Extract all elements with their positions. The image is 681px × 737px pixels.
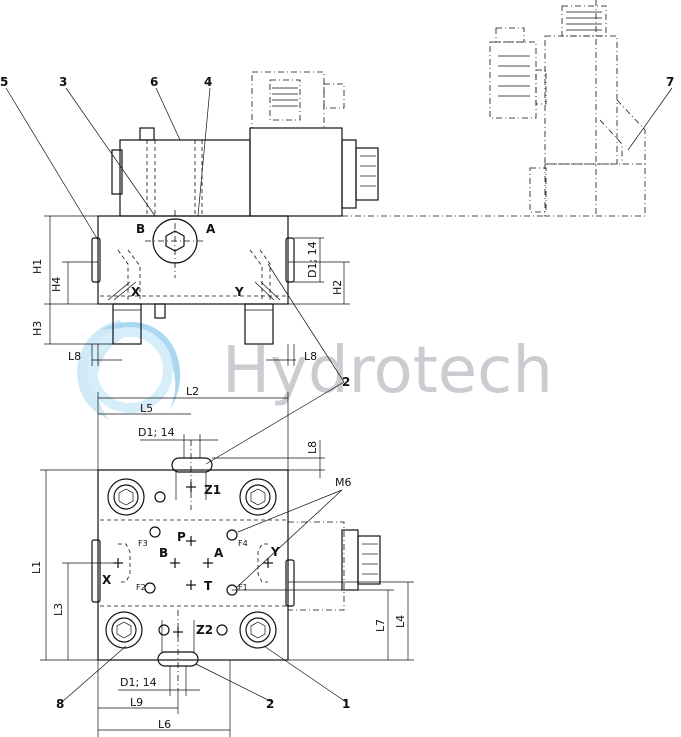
corner-screw — [239, 478, 277, 516]
dim-l4: L4 — [394, 615, 407, 628]
flange-f4: F4 — [238, 539, 248, 548]
callout-2-bottom: 2 — [266, 697, 274, 711]
port-a-side: A — [206, 222, 216, 236]
dim-l6: L6 — [158, 718, 171, 731]
port-z2: Z2 — [196, 623, 213, 637]
solenoid-variant-right — [489, 0, 646, 217]
callout-5: 5 — [0, 75, 8, 89]
solenoid-coil-left — [119, 139, 251, 217]
callout-8: 8 — [56, 697, 64, 711]
dim-l8-left: L8 — [68, 350, 81, 363]
plan-view-block — [97, 469, 289, 661]
corner-screw — [239, 611, 277, 649]
plan-view — [91, 440, 381, 690]
flange-f2: F2 — [136, 583, 146, 592]
dim-l1: L1 — [30, 561, 43, 574]
callout-2-top: 2 — [342, 375, 350, 389]
callout-7: 7 — [666, 75, 674, 89]
watermark-logo — [77, 320, 181, 420]
callout-3: 3 — [59, 75, 67, 89]
flange-f1: F1 — [238, 583, 248, 592]
dim-h2: H2 — [331, 280, 344, 295]
side-view — [91, 71, 545, 345]
dim-h3: H3 — [31, 321, 44, 336]
dimension-lines — [40, 215, 414, 737]
port-x-side: X — [131, 285, 141, 299]
dim-d1-bottom: D1; 14 — [120, 676, 157, 689]
port-x-plan: X — [102, 573, 112, 587]
watermark-text: Hydrotech — [222, 334, 553, 408]
dim-l7: L7 — [374, 619, 387, 632]
port-p: P — [177, 530, 186, 544]
label-m6: M6 — [335, 476, 352, 489]
connector-plug-top — [251, 71, 325, 129]
port-b-plan: B — [159, 546, 168, 560]
dim-d1-top: D1; 14 — [138, 426, 175, 439]
dim-l2: L2 — [186, 385, 199, 398]
corner-screw — [105, 611, 143, 649]
dim-l3: L3 — [52, 603, 65, 616]
port-y-plan: Y — [270, 545, 280, 559]
leader-lines — [5, 87, 673, 703]
dim-l5: L5 — [140, 402, 153, 415]
callout-6: 6 — [150, 75, 158, 89]
dim-h4: H4 — [50, 277, 63, 292]
corner-screw — [107, 478, 145, 516]
dim-l9: L9 — [130, 696, 143, 709]
dim-l8-top: L8 — [306, 441, 319, 454]
callout-4: 4 — [204, 75, 212, 89]
callout-1: 1 — [342, 697, 350, 711]
port-z1: Z1 — [204, 483, 221, 497]
port-y-side: Y — [234, 285, 244, 299]
flange-f3: F3 — [138, 539, 148, 548]
dim-h1: H1 — [31, 259, 44, 274]
dim-l8-right: L8 — [304, 350, 317, 363]
port-b-side: B — [136, 222, 145, 236]
dim-d1-side: D1; 14 — [306, 241, 319, 278]
port-a-plan: A — [214, 546, 224, 560]
port-t: T — [204, 579, 213, 593]
